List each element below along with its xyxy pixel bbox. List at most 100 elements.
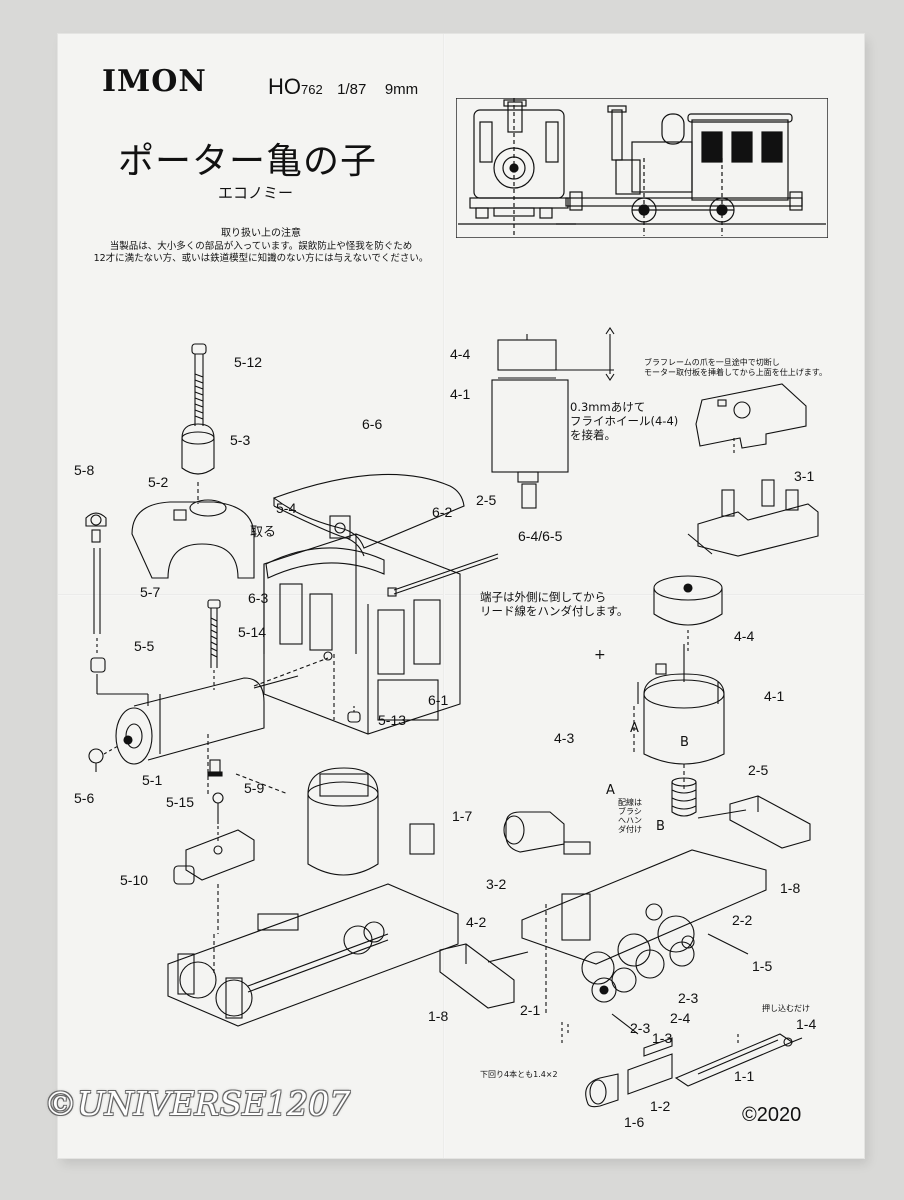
mark-a-frame: A — [606, 783, 615, 798]
part-5-10-coupler-plate — [173, 829, 255, 934]
label-2-3a: 2-3 — [678, 990, 699, 1006]
label-4-4: 4-4 — [734, 628, 755, 644]
model-number: 762 — [301, 82, 323, 97]
label-4-2: 4-2 — [466, 914, 487, 930]
label-1-4: 1-4 — [796, 1016, 817, 1032]
label-6-4-6-5: 6-4/6-5 — [518, 528, 563, 544]
part-6-6-roof — [272, 473, 465, 557]
note-terminal-line-2: リード線をハンダ付します。 — [480, 604, 629, 618]
part-5-14-screw — [207, 599, 221, 690]
note-screws: 下回り4本とも1.4×2 — [480, 1070, 558, 1079]
label-2-4: 2-4 — [670, 1010, 691, 1026]
part-5-15-screw — [212, 792, 224, 842]
label-1-5: 1-5 — [752, 958, 773, 974]
locomotive-hero-drawing — [456, 98, 828, 238]
gear-train-2-x — [561, 941, 695, 1044]
label-4-3: 4-3 — [554, 730, 575, 746]
part-5-13-screw — [347, 706, 361, 723]
label-5-13: 5-13 — [378, 712, 407, 728]
part-6-1-cab — [253, 533, 461, 735]
watermark: ©UNIVERSE1207 — [44, 1084, 351, 1123]
label-1-8-left: 1-8 — [428, 1008, 449, 1024]
spec-line: HO762 1/87 9mm — [268, 74, 418, 100]
label-5-9: 5-9 — [244, 780, 265, 796]
label-5-8: 5-8 — [74, 462, 95, 478]
mark-a-motor: A — [630, 721, 639, 736]
brand-logo: IMON — [102, 64, 207, 99]
note-wiring-line-3: へハン — [618, 816, 642, 825]
label-3-2: 3-2 — [486, 876, 507, 892]
label-5-5: 5-5 — [134, 638, 155, 654]
part-1-8-left-weight — [439, 943, 529, 1009]
part-1-8-right-weight — [697, 795, 811, 849]
part-5-6-light — [88, 745, 119, 772]
label-5-14: 5-14 — [238, 624, 267, 640]
part-1-3-1-2-bracket — [627, 1037, 673, 1095]
part-5-9-lamp — [207, 759, 223, 777]
label-1-6: 1-6 — [624, 1114, 645, 1130]
part-5-12-screw — [191, 343, 207, 426]
gauge: 9mm — [384, 81, 419, 98]
label-5-1: 5-1 — [142, 772, 163, 788]
note-frame-line-1: ブラフレームの爪を一旦途中で切断し — [644, 358, 780, 367]
left-chassis-assembly — [167, 767, 459, 1027]
note-wiring-line-2: ブラシ — [618, 807, 642, 816]
product-title: ポーター亀の子 — [118, 141, 378, 182]
note-wiring: 配線は ブラシ へハン ダ付け — [618, 798, 642, 834]
label-1-3: 1-3 — [652, 1030, 673, 1046]
note-flywheel-line-2: フライホイール(4-4) — [570, 414, 679, 428]
part-2-5-worm — [671, 777, 697, 817]
scale-ratio: 1/87 — [337, 81, 367, 98]
mark-b-motor: B — [680, 735, 689, 750]
fold-crease-horizontal — [58, 594, 864, 596]
part-5-2-boiler-top — [131, 499, 255, 579]
note-terminal: 端子は外側に倒してから リード線をハンダ付します。 — [480, 590, 628, 618]
mark-plus: + — [594, 647, 606, 663]
note-flywheel-line-1: 0.3mmあけて — [570, 400, 646, 414]
mark-b-frame: B — [656, 819, 665, 834]
note-press-only: 押し込むだけ — [762, 1004, 810, 1013]
label-1-2: 1-2 — [650, 1098, 671, 1114]
frame-slot-detail — [687, 479, 819, 557]
part-3-1-motor-plate — [695, 383, 807, 454]
product-subtitle: エコノミー — [218, 184, 294, 202]
part-5-8-5-7-5-5 — [85, 512, 149, 706]
part-4-1-motor — [633, 644, 725, 790]
part-4-4-4-1-motor-top — [491, 327, 615, 509]
caution-block: 取り扱い上の注意 当製品は、大小多くの部品が入っています。誤飲防止や怪我を防ぐた… — [76, 224, 446, 265]
note-flywheel-gap: 0.3mmあけて フライホイール(4-4) を接着。 — [570, 400, 678, 442]
label-2-5: 2-5 — [748, 762, 769, 778]
note-wiring-line-4: ダ付け — [618, 825, 642, 834]
label-1-7: 1-7 — [452, 808, 473, 824]
label-5-10: 5-10 — [120, 872, 149, 888]
note-frame-line-2: モーター取付板を挿着してから上面を仕上げます。 — [644, 368, 827, 377]
caution-line-1: 当製品は、大小多くの部品が入っています。誤飲防止や怪我を防ぐため — [109, 241, 413, 252]
label-5-15: 5-15 — [166, 794, 195, 810]
label-6-1: 6-1 — [428, 692, 449, 708]
label-2-5-top: 2-5 — [476, 492, 497, 508]
label-4-1-top: 4-1 — [450, 386, 471, 402]
part-5-3-dome — [181, 423, 215, 504]
label-5-6: 5-6 — [74, 790, 95, 806]
part-1-4-pin — [783, 1037, 803, 1047]
note-frame-cut: ブラフレームの爪を一旦途中で切断し モーター取付板を挿着してから上面を仕上げます… — [644, 358, 827, 378]
label-4-4-top: 4-4 — [450, 346, 471, 362]
label-4-1: 4-1 — [764, 688, 785, 704]
note-remove: 取る — [250, 525, 277, 540]
label-5-3: 5-3 — [230, 432, 251, 448]
label-5-12: 5-12 — [234, 354, 263, 370]
caution-heading: 取り扱い上の注意 — [221, 228, 301, 239]
label-2-1: 2-1 — [520, 1002, 541, 1018]
locomotive-front-view — [458, 98, 576, 236]
label-5-2: 5-2 — [148, 474, 169, 490]
exploded-assembly-diagram — [85, 327, 819, 1108]
part-4-4-flywheel — [653, 575, 723, 654]
label-3-1: 3-1 — [794, 468, 815, 484]
label-5-4: 5-4 — [276, 500, 297, 516]
part-1-6-lamp — [585, 1073, 619, 1108]
fold-crease-vertical — [443, 34, 445, 1158]
part-6-4-handrail — [387, 553, 499, 597]
label-2-2: 2-2 — [732, 912, 753, 928]
note-terminal-line-1: 端子は外側に倒してから — [480, 590, 607, 604]
copyright-year: ©2020 — [742, 1104, 802, 1126]
